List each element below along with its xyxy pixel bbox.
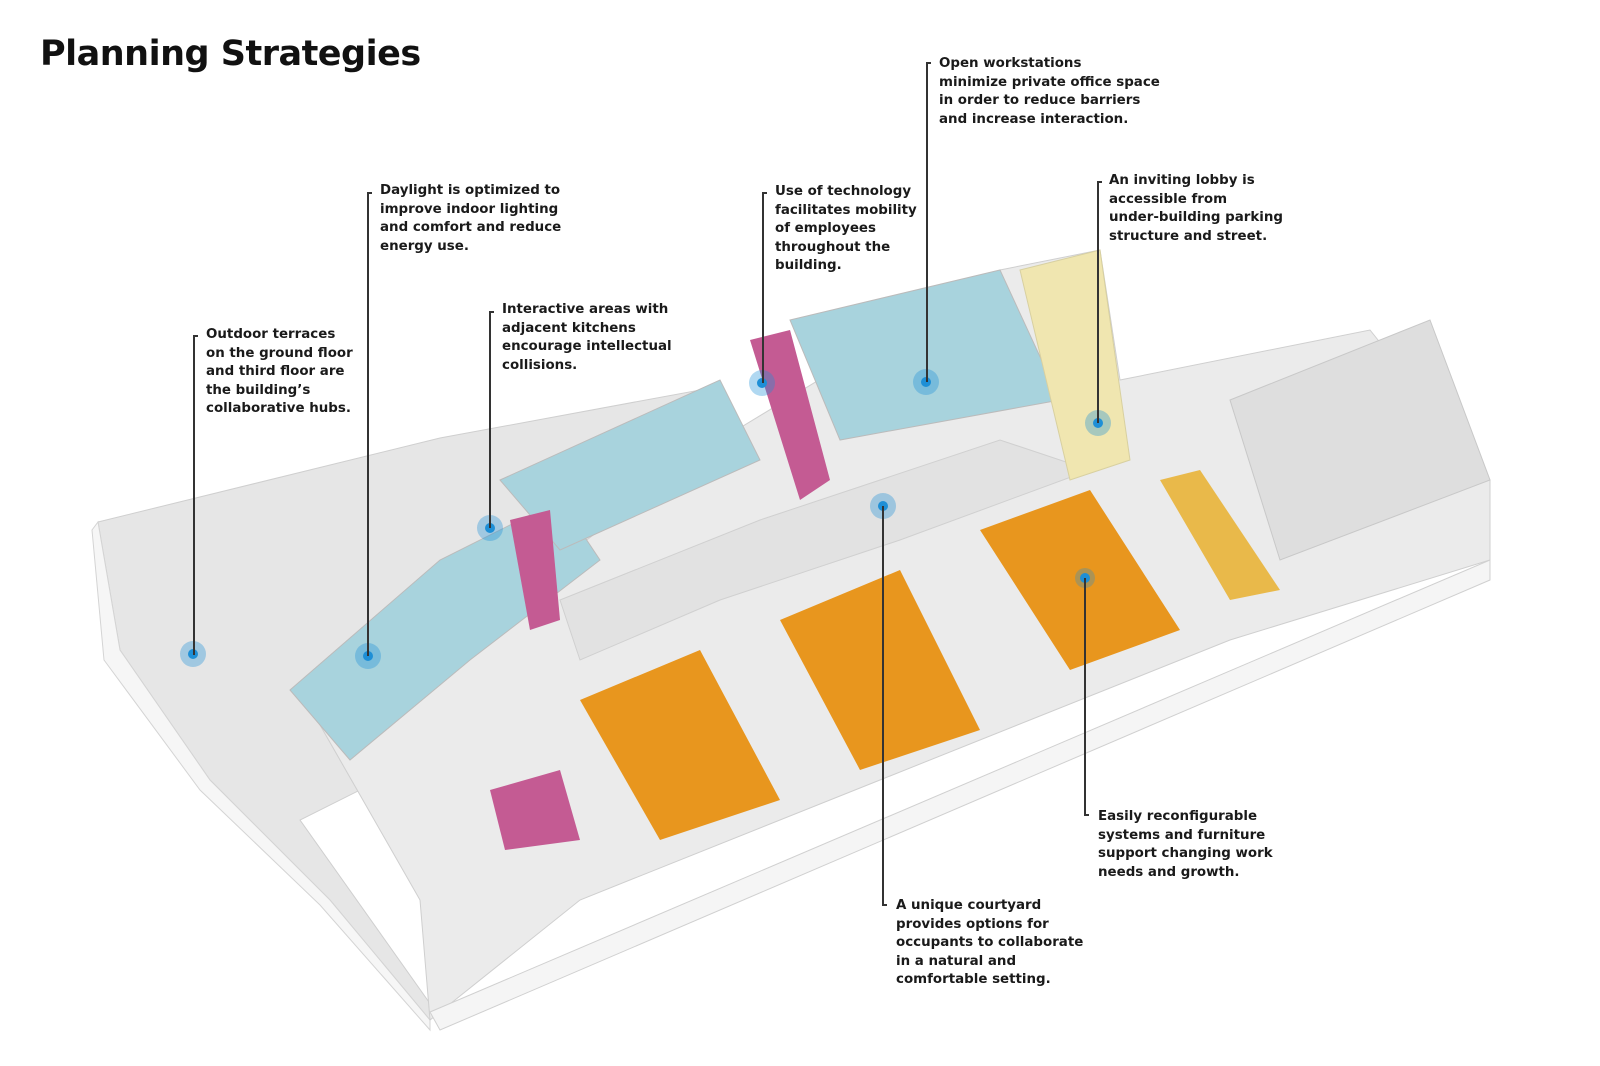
leader-tick (193, 335, 198, 337)
page-title: Planning Strategies (40, 34, 421, 74)
leader-tick (762, 192, 767, 194)
marker-dot (1093, 418, 1103, 428)
leader-tick (882, 904, 887, 906)
annotation-reconfigurable: Easily reconfigurable systems and furnit… (1098, 809, 1273, 880)
leader-tick (1097, 181, 1102, 183)
marker-dot (363, 651, 373, 661)
east-block (1229, 319, 1491, 561)
annotation-open-workstations: Open workstations minimize private offic… (939, 56, 1160, 127)
annotation-daylight: Daylight is optimized to improve indoor … (380, 183, 562, 254)
leader-daylight (367, 192, 369, 656)
leader-courtyard (882, 506, 884, 906)
annotation-lobby: An inviting lobby is accessible from und… (1109, 173, 1283, 244)
annotation-outdoor-terraces: Outdoor terraces on the ground floor and… (206, 327, 353, 416)
open-office-2 (780, 570, 980, 770)
open-office-1 (580, 650, 780, 840)
terrace-edge (91, 520, 431, 1032)
facade (429, 559, 1491, 1031)
annotation-interactive-areas: Interactive areas with adjacent kitchens… (502, 302, 672, 373)
annotation-technology: Use of technology facilitates mobility o… (775, 184, 917, 273)
courtyard (559, 439, 1092, 661)
leader-technology (762, 192, 764, 383)
leader-lobby (1097, 181, 1099, 423)
marker-dot (757, 378, 767, 388)
annotation-courtyard: A unique courtyard provides options for … (896, 898, 1084, 987)
leader-tick (1084, 814, 1089, 816)
leader-outdoor-terraces (193, 335, 195, 655)
leader-interactive-areas (489, 311, 491, 528)
kitchen-mid (510, 510, 560, 630)
leader-tick (926, 62, 931, 64)
kitchen-lower (490, 770, 580, 850)
kitchen-upper (750, 330, 830, 500)
leader-reconfigurable (1084, 578, 1086, 816)
leader-tick (367, 192, 372, 194)
leader-tick (489, 311, 494, 313)
leader-open-workstations (926, 62, 928, 382)
marker-dot (921, 377, 931, 387)
corridor-yellow (1160, 470, 1280, 600)
marker-dot (485, 523, 495, 533)
